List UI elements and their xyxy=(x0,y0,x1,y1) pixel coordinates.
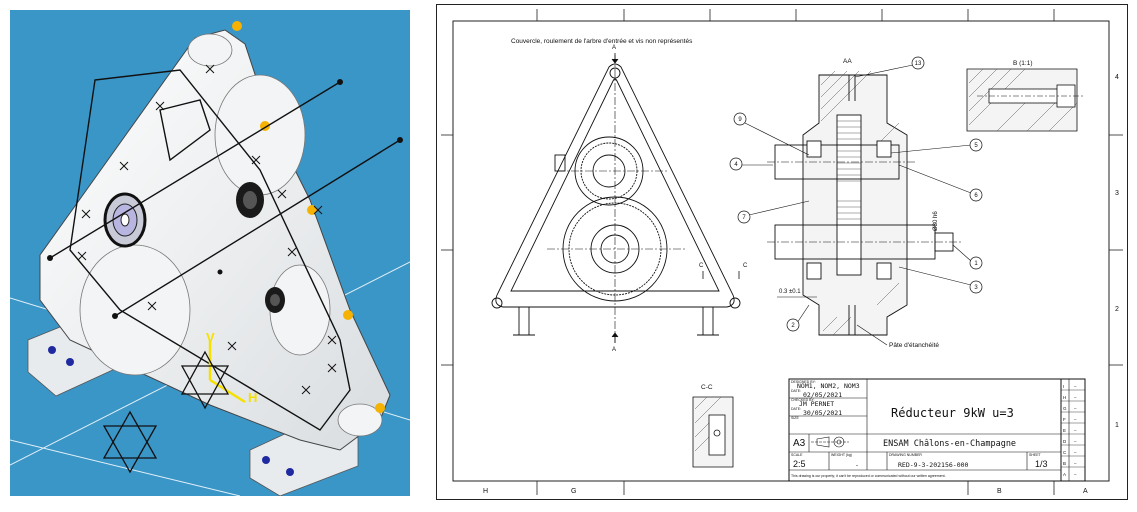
callout-4: 4 xyxy=(734,162,738,168)
projection-symbol-icon xyxy=(811,436,849,448)
school-name: ENSAM Châlons-en-Champagne xyxy=(883,439,1016,449)
title-block: DESIGNED BY: DATE: CHECKED BY: DATE: SIZ… xyxy=(788,378,1062,482)
bearing-black xyxy=(236,182,285,313)
zone-number: 1 xyxy=(1115,422,1119,429)
rev-dash: – xyxy=(1074,417,1077,422)
front-view xyxy=(491,55,741,345)
zone-letter: H xyxy=(483,488,488,495)
date1: 02/05/2021 xyxy=(803,391,842,399)
date2: 30/05/2021 xyxy=(803,409,842,417)
rev-letter: H xyxy=(1063,395,1066,400)
detail-b-label: B (1:1) xyxy=(1013,60,1033,67)
section-aa-view xyxy=(767,70,961,336)
rev-letter: B xyxy=(1063,461,1066,466)
detail-b-view xyxy=(966,68,1085,132)
axis-h-label: H xyxy=(248,390,257,405)
drawing-title: Réducteur 9kW u=3 xyxy=(891,406,1014,420)
disclaimer: This drawing is our property; it can't b… xyxy=(791,474,946,478)
rev-dash: – xyxy=(1074,384,1077,389)
section-markers: A A C C xyxy=(612,45,748,353)
sheet-number: 1/3 xyxy=(1035,459,1048,469)
rev-dash: – xyxy=(1074,450,1077,455)
callout-2: 2 xyxy=(791,323,795,329)
drawing-canvas: H G B A 4 3 2 1 Couvercle, roulement de … xyxy=(441,9,1123,495)
section-aa-label: AA xyxy=(843,58,852,65)
drawing-number: RED-9-3-202156-000 xyxy=(898,461,969,469)
rev-letter: F xyxy=(1063,417,1066,422)
size-label: SIZE xyxy=(791,416,799,420)
zone-number: 4 xyxy=(1115,74,1119,81)
sealant-label: Pâte d'étanchéité xyxy=(889,342,939,349)
construction-points xyxy=(77,64,337,395)
callout-5: 5 xyxy=(974,143,978,149)
inner-frame xyxy=(452,20,1110,482)
drawing-note: Couvercle, roulement de l'arbre d'entrée… xyxy=(511,38,693,45)
input-shaft-seal xyxy=(103,192,147,248)
rev-letter: A xyxy=(1063,472,1066,477)
scale: 2:5 xyxy=(793,459,806,469)
rev-dash: – xyxy=(1074,395,1077,400)
rev-letter: I xyxy=(1063,384,1064,389)
technical-drawing-sheet: H G B A 4 3 2 1 Couvercle, roulement de … xyxy=(436,4,1128,500)
callout-1: 1 xyxy=(974,261,978,267)
rev-dash: – xyxy=(1074,461,1077,466)
rev-dash: – xyxy=(1074,428,1077,433)
section-cc-view xyxy=(692,396,734,468)
cad-3d-viewport[interactable]: V H xyxy=(10,10,410,496)
callout-6: 6 xyxy=(974,193,978,199)
weight-label: WEIGHT (kg) xyxy=(831,453,852,457)
callout-numbers: 13 9 4 7 5 6 1 3 2 xyxy=(734,61,978,329)
rev-letter: G xyxy=(1063,406,1067,411)
callout-bubbles xyxy=(729,56,983,332)
callout-3: 3 xyxy=(974,285,978,291)
zone-letter: G xyxy=(571,488,576,495)
shaft-diameter-dim: Ø30 h6 xyxy=(933,211,939,231)
checked-by-label: CHECKED BY: xyxy=(791,398,815,402)
sheet-size: A3 xyxy=(793,438,806,449)
cut-c-right: C xyxy=(743,263,748,269)
axis-v-label: V xyxy=(206,330,215,345)
designed-by: NOM1, NOM2, NOM3 xyxy=(797,382,860,390)
rev-letter: C xyxy=(1063,450,1067,455)
designed-by-label: DESIGNED BY: xyxy=(791,380,816,384)
callout-7: 7 xyxy=(742,215,746,221)
date1-label: DATE: xyxy=(791,389,801,393)
zone-letter: B xyxy=(997,488,1002,495)
cut-arrows xyxy=(611,53,740,343)
cut-a-bottom: A xyxy=(612,347,616,353)
weight: - xyxy=(855,461,859,469)
callout-13: 13 xyxy=(915,61,922,67)
rev-letter: E xyxy=(1063,428,1066,433)
shaft-axes xyxy=(49,69,401,431)
border-zone-labels: H G B A 4 3 2 1 xyxy=(483,74,1119,495)
zone-ticks xyxy=(441,9,1123,495)
zone-letter: A xyxy=(1083,488,1088,495)
callout-9: 9 xyxy=(738,117,742,123)
rev-dash: – xyxy=(1074,439,1077,444)
rev-dash: – xyxy=(1074,472,1077,477)
revision-table: I H G F E D C B A – – – – – – – – – xyxy=(1060,378,1086,482)
axis-endpoints xyxy=(47,79,403,319)
date2-label: DATE: xyxy=(791,407,801,411)
gearbox-3d-model: V H xyxy=(10,21,410,496)
scale-label: SCALE xyxy=(791,453,803,457)
cut-c-left: C xyxy=(699,263,704,269)
checked-by: JM PERNET xyxy=(799,400,834,408)
section-cc-label: C-C xyxy=(701,384,713,391)
drawing-number-label: DRAWING NUMBER xyxy=(889,453,922,457)
gap-dim: 0.3 ±0.1 xyxy=(779,289,801,295)
plane-markers xyxy=(102,350,230,474)
rev-dash: – xyxy=(1074,406,1077,411)
zone-number: 3 xyxy=(1115,190,1119,197)
cut-a-top: A xyxy=(612,45,616,51)
callout-leaders xyxy=(741,64,972,346)
zone-number: 2 xyxy=(1115,306,1119,313)
sheet-label: SHEET xyxy=(1029,453,1042,457)
rev-letter: D xyxy=(1063,439,1067,444)
